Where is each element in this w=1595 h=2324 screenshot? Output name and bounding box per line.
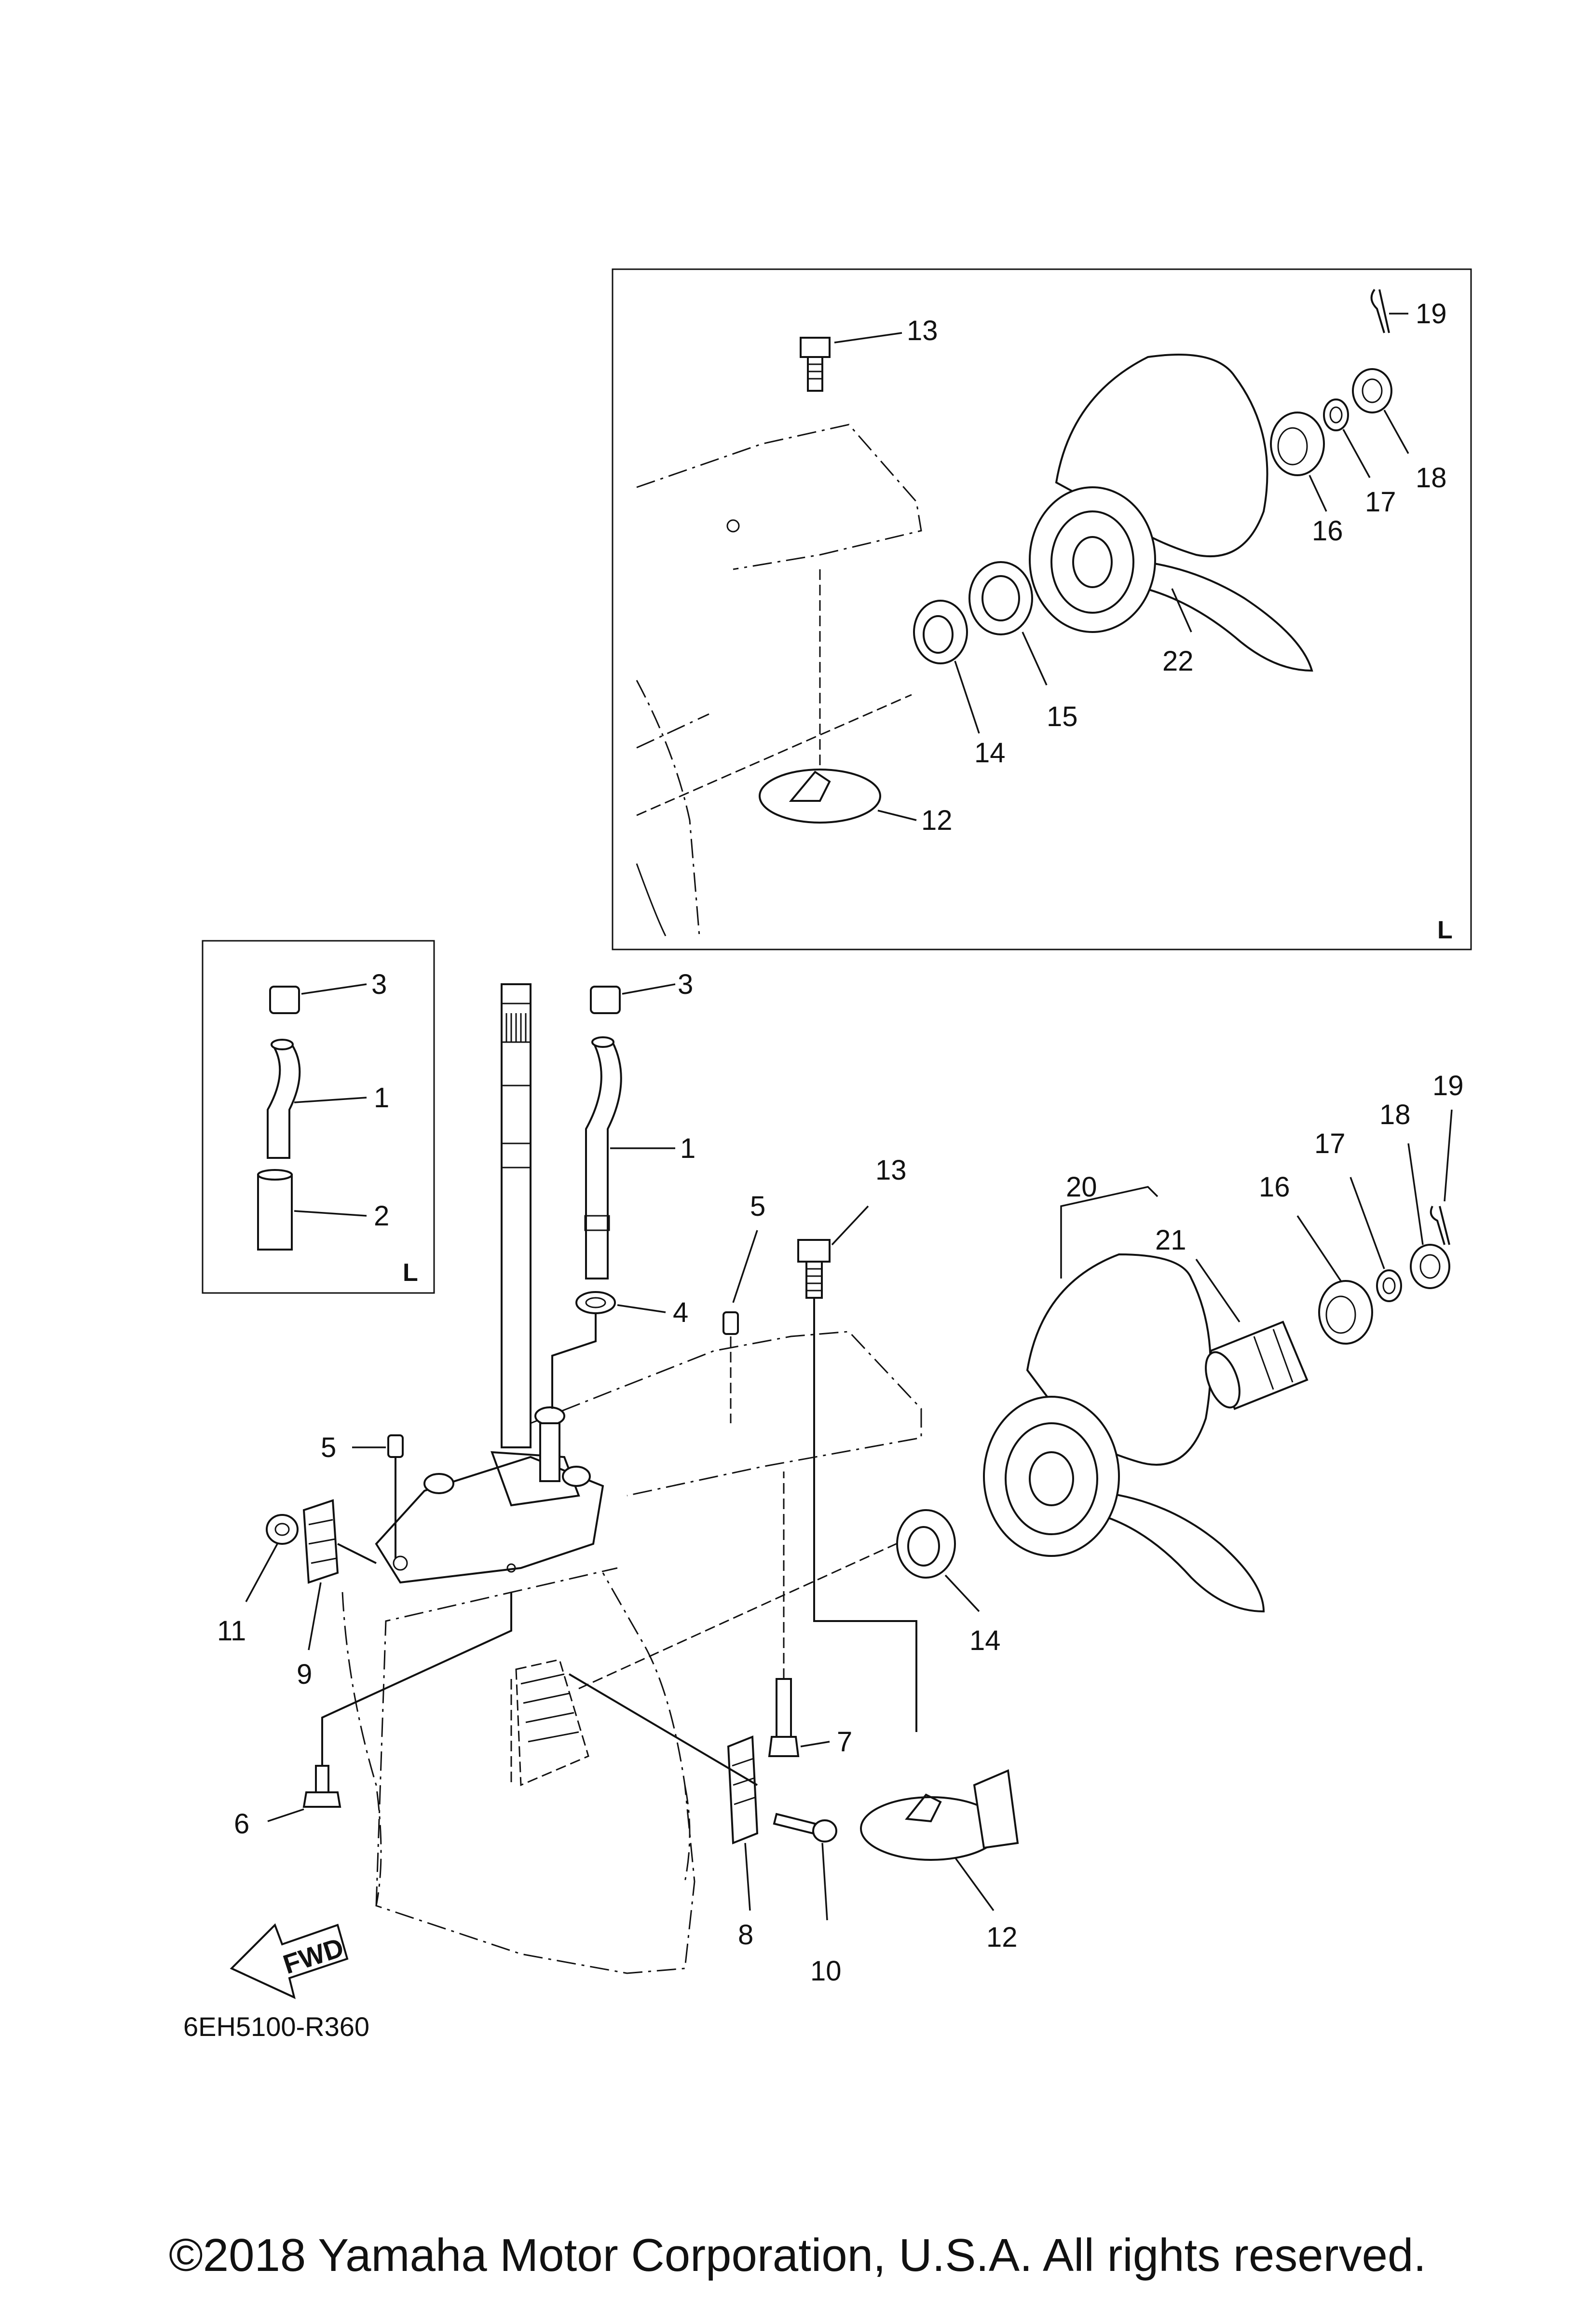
diagram-code: 6EH5100-R360: [183, 2011, 369, 2042]
callout-6: 6: [234, 1808, 249, 1840]
left-inset-panel: L 3 1 2: [202, 940, 435, 1294]
bolt-13-top[interactable]: [800, 337, 831, 392]
callout-4: 4: [673, 1297, 688, 1328]
grommet-2-inset[interactable]: [257, 1169, 293, 1251]
anode-12[interactable]: [860, 1769, 1019, 1861]
callout-17-top: 17: [1365, 486, 1396, 518]
callout-3: 3: [678, 969, 693, 1000]
callout-11: 11: [217, 1615, 246, 1647]
nut-18-top[interactable]: [1352, 368, 1392, 413]
callout-12-top: 12: [921, 805, 953, 836]
cotter-pin-19-top[interactable]: [1370, 289, 1390, 333]
callout-16-top: 16: [1312, 515, 1343, 547]
left-inset-flag: L: [403, 1259, 418, 1287]
water-tube-1[interactable]: [584, 1036, 622, 1279]
callout-18: 18: [1379, 1099, 1411, 1130]
spacer-14[interactable]: [896, 1509, 956, 1579]
seal-4[interactable]: [575, 1291, 616, 1314]
propeller-22-top[interactable]: [1029, 354, 1313, 672]
callout-21: 21: [1155, 1224, 1186, 1256]
callout-19: 19: [1432, 1070, 1464, 1101]
washer-16[interactable]: [1318, 1280, 1373, 1345]
spacer-14-top[interactable]: [913, 600, 968, 664]
callout-1-inset: 1: [374, 1082, 389, 1114]
copyright-notice: ©2018 Yamaha Motor Corporation, U.S.A. A…: [168, 2229, 1427, 2281]
callout-16: 16: [1259, 1171, 1290, 1203]
callout-14-top: 14: [974, 737, 1006, 769]
callout-5-right: 5: [750, 1191, 765, 1222]
bushing-21[interactable]: [1199, 1320, 1309, 1412]
cotter-pin-19[interactable]: [1430, 1206, 1450, 1245]
callout-13-top: 13: [907, 315, 938, 346]
collar-3-inset[interactable]: [269, 986, 300, 1014]
bolt-13[interactable]: [797, 1239, 831, 1299]
callout-1: 1: [680, 1133, 695, 1164]
dowel-pin-5-right[interactable]: [723, 1311, 739, 1335]
callout-15-top: 15: [1047, 701, 1078, 732]
callout-2-inset: 2: [374, 1200, 389, 1232]
callout-7: 7: [837, 1726, 852, 1758]
nut-11[interactable]: [266, 1514, 299, 1545]
washer-15-top[interactable]: [968, 561, 1033, 635]
callout-5-left: 5: [321, 1432, 336, 1463]
washer-17[interactable]: [1376, 1269, 1402, 1302]
fwd-arrow: FWD: [230, 1923, 349, 1999]
washer-16-top[interactable]: [1270, 412, 1325, 476]
callout-17: 17: [1314, 1128, 1346, 1159]
callout-19-top: 19: [1416, 298, 1447, 330]
callout-8: 8: [738, 1919, 753, 1951]
screw-10[interactable]: [773, 1813, 837, 1843]
callout-3-inset: 3: [371, 969, 387, 1000]
tube-1-inset[interactable]: [267, 1039, 301, 1159]
callout-10: 10: [810, 1955, 842, 1987]
washer-17-top[interactable]: [1323, 399, 1349, 431]
collar-3[interactable]: [590, 986, 621, 1014]
propeller-20[interactable]: [983, 1253, 1265, 1613]
callout-14: 14: [969, 1625, 1001, 1656]
callout-20: 20: [1066, 1171, 1097, 1203]
screw-6[interactable]: [302, 1765, 341, 1808]
dowel-pin-5-left[interactable]: [387, 1434, 404, 1458]
callout-9: 9: [297, 1659, 312, 1690]
callout-18-top: 18: [1416, 462, 1447, 494]
bolt-7[interactable]: [768, 1678, 800, 1757]
anode-12-top[interactable]: [759, 769, 881, 824]
nut-18[interactable]: [1410, 1244, 1450, 1289]
bracket-9[interactable]: [302, 1499, 339, 1584]
callout-22-top: 22: [1162, 646, 1194, 677]
anode-bracket-8[interactable]: [727, 1735, 759, 1844]
top-inset-panel: L 13 12 14: [612, 268, 1472, 950]
callout-13: 13: [875, 1155, 907, 1186]
gearcase-outline: FWD: [230, 983, 922, 1999]
callout-12: 12: [986, 1922, 1018, 1953]
top-inset-flag: L: [1437, 916, 1453, 944]
